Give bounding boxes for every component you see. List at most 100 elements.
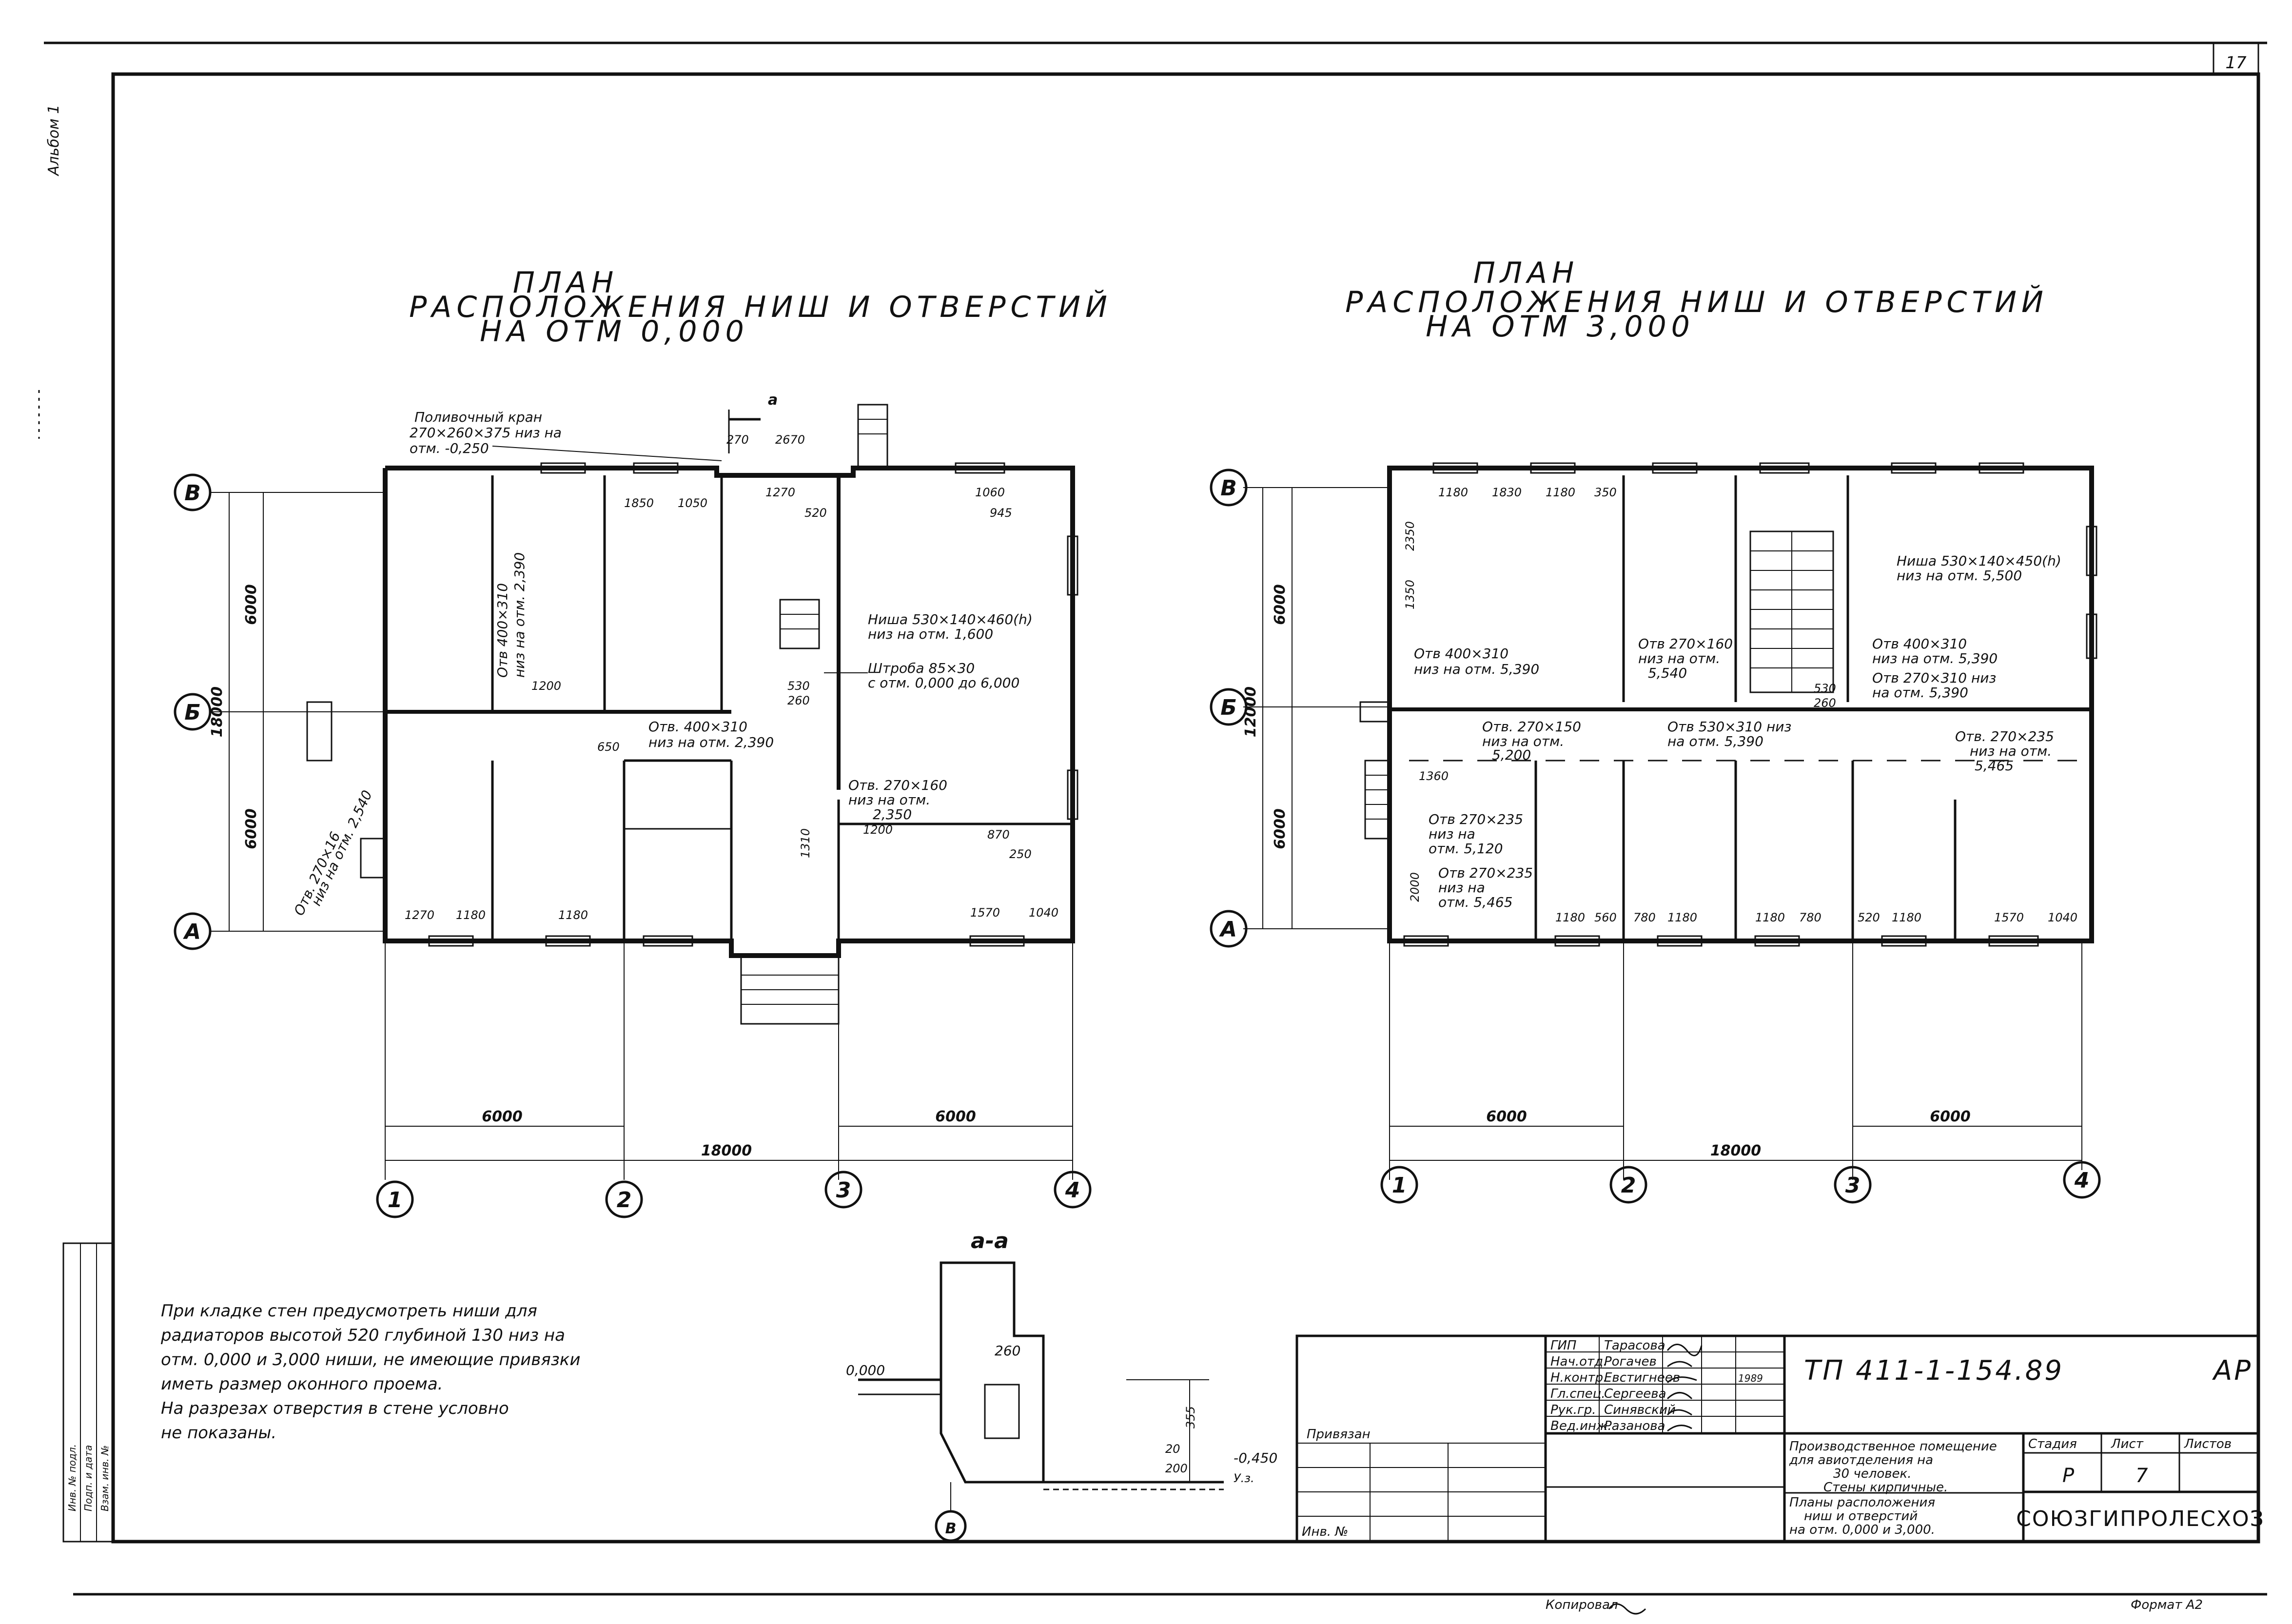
svg-text:3: 3 [836,1178,851,1203]
sheet-number: 17 [2225,53,2247,73]
copied-label: Копировал [1546,1598,1618,1612]
svg-text:Привязан: Привязан [1307,1427,1371,1442]
svg-text:3: 3 [1845,1173,1861,1198]
svg-text:Отв 530×310 низ: Отв 530×310 низ [1667,719,1791,735]
svg-text:6000: 6000 [935,1108,976,1125]
svg-text:Штроба 85×30: Штроба 85×30 [868,660,975,676]
svg-text:с отм. 0,000 до 6,000: с отм. 0,000 до 6,000 [868,675,1019,691]
svg-text:Отв 400×310: Отв 400×310 [494,583,510,678]
svg-text:6000: 6000 [1486,1108,1527,1125]
svg-text:1310: 1310 [799,828,812,858]
svg-text:1200: 1200 [863,823,893,837]
svg-text:350: 350 [1594,486,1617,499]
svg-text:1040: 1040 [1029,906,1058,920]
svg-text:1570: 1570 [1994,911,2024,924]
svg-text:6000: 6000 [1930,1108,1971,1125]
svg-text:НА ОТМ 0,000: НА ОТМ 0,000 [480,314,749,349]
svg-text:А: А [183,920,201,944]
svg-text:низ на отм. 2,540: низ на отм. 2,540 [308,788,375,908]
svg-text:20: 20 [1165,1442,1180,1456]
format-label: Формат А2 [2131,1598,2203,1612]
svg-text:Рук.гр.: Рук.гр. [1550,1403,1596,1417]
svg-text:5,465: 5,465 [1975,758,2014,774]
svg-text:260: 260 [787,694,810,707]
svg-text:низ на отм. 1,600: низ на отм. 1,600 [868,626,993,642]
svg-text:У.з.: У.з. [1234,1471,1254,1485]
svg-text:Нач.отд.: Нач.отд. [1550,1354,1607,1369]
svg-text:В: В [184,481,201,506]
svg-text:ПЛАН: ПЛАН [513,266,618,300]
svg-text:560: 560 [1594,911,1617,924]
svg-text:1180: 1180 [1438,486,1468,499]
svg-text:1040: 1040 [2048,911,2077,924]
svg-text:4: 4 [1065,1178,1080,1203]
svg-text:Вед.инж.: Вед.инж. [1550,1419,1612,1433]
svg-text:6000: 6000 [1272,584,1289,625]
svg-text:270×260×375 низ на: 270×260×375 низ на [410,425,562,441]
svg-text:на отм. 0,000 и 3,000.: на отм. 0,000 и 3,000. [1789,1523,1935,1537]
svg-text:780: 780 [1799,911,1822,924]
svg-text:6000: 6000 [243,808,260,849]
svg-text:1180: 1180 [1667,911,1697,924]
org-name: СОЮЗГИПРОЛЕСХОЗ [2016,1507,2265,1531]
left-stamp: Инв. № подл. Подп. и дата Взам. инв. № [62,1242,114,1543]
svg-text:низ на отм. 2,390: низ на отм. 2,390 [648,734,774,750]
svg-text:Подп. и дата: Подп. и дата [82,1445,94,1511]
svg-text:Поливочный кран: Поливочный кран [414,409,542,425]
svg-text:отм. 0,000 и 3,000 ниши, не им: отм. 0,000 и 3,000 ниши, не имеющие прив… [161,1350,580,1370]
plan2-title: ПЛАН РАСПОЛОЖЕНИЯ НИШ И ОТВЕРСТИЙ НА ОТМ… [1345,256,2043,344]
svg-text:Сергеева: Сергеева [1604,1387,1666,1401]
svg-text:30 человек.: 30 человек. [1833,1467,1912,1481]
svg-text:ниш и отверстий: ниш и отверстий [1804,1509,1918,1524]
general-note: При кладке стен предусмотреть ниши для р… [160,1301,580,1443]
svg-text:Разанова: Разанова [1604,1419,1665,1433]
plan2-small-dims: 1180 1830 1180 350 2350 1350 530 260 136… [1403,486,2077,924]
svg-text:7: 7 [2135,1465,2150,1487]
svg-text:низ на отм. 5,390: низ на отм. 5,390 [1414,661,1539,677]
svg-text:Отв 400×310: Отв 400×310 [1872,636,1967,652]
svg-text:520: 520 [804,506,827,520]
plan2-dimensions: 6000 6000 18000 6000 12000 6000 [1242,584,1971,1159]
svg-text:Б: Б [1220,695,1237,720]
svg-text:а-а: а-а [971,1229,1009,1253]
svg-text:Инв. №: Инв. № [1302,1525,1348,1539]
svg-text:Б: Б [184,700,201,725]
svg-text:1850: 1850 [624,496,654,510]
svg-text:1270: 1270 [405,908,434,922]
svg-text:А: А [1219,917,1237,942]
svg-text:2000: 2000 [1408,872,1422,902]
svg-text:1050: 1050 [678,496,707,510]
svg-text:355: 355 [1184,1406,1197,1428]
svg-text:2: 2 [617,1188,632,1213]
drawing-mark: АР [2212,1355,2253,1387]
svg-text:низ на отм.: низ на отм. [1638,650,1720,666]
album-stamp: Альбом 1 [45,105,62,177]
svg-text:низ на отм.: низ на отм. [848,792,930,808]
svg-text:Инв. № подл.: Инв. № подл. [66,1444,78,1511]
plan1-title: ПЛАН РАСПОЛОЖЕНИЯ НИШ И ОТВЕРСТИЙ НА ОТМ… [409,266,1107,349]
svg-text:1830: 1830 [1492,486,1522,499]
svg-text:1180: 1180 [1546,486,1575,499]
svg-text:Тарасова: Тарасова [1604,1338,1665,1353]
svg-text:Синявский: Синявский [1604,1403,1676,1417]
svg-text:низ на отм.: низ на отм. [1482,733,1564,749]
svg-text:1180: 1180 [558,908,588,922]
svg-text:650: 650 [597,740,620,754]
svg-text:Отв. 270×160: Отв. 270×160 [848,777,947,793]
svg-text:260: 260 [995,1343,1020,1359]
svg-text:низ на отм.: низ на отм. [1970,743,2052,759]
svg-text:5,200: 5,200 [1492,747,1531,763]
svg-text:Р: Р [2062,1465,2076,1487]
svg-text:отм. -0,250: отм. -0,250 [410,440,489,456]
svg-text:на отм. 5,390: на отм. 5,390 [1667,733,1763,749]
svg-text:Ниша 530×140×460(h): Ниша 530×140×460(h) [868,611,1033,627]
svg-text:Взам. инв. №: Взам. инв. № [99,1445,111,1511]
svg-text:6000: 6000 [482,1108,523,1125]
plan1: а [306,391,1078,1025]
svg-text:1180: 1180 [1755,911,1785,924]
svg-text:радиаторов высотой 520 глубино: радиаторов высотой 520 глубиной 130 низ … [160,1326,565,1345]
svg-text:Отв 400×310: Отв 400×310 [1414,646,1508,662]
plan1-axis-bubbles: В Б А 1 2 3 4 [174,473,1092,1218]
svg-text:ПЛАН: ПЛАН [1473,256,1579,290]
svg-text:530: 530 [1814,682,1836,695]
